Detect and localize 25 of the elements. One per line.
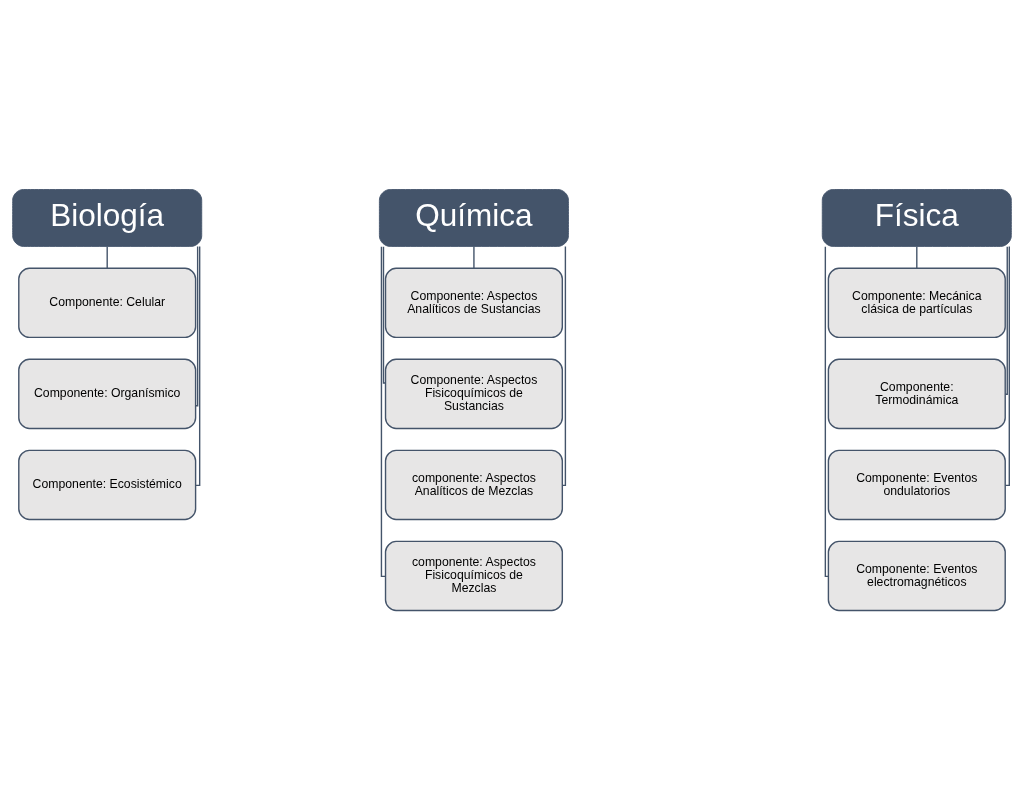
connector — [195, 245, 199, 407]
connector — [561, 245, 567, 487]
node-box: Componente: Mecánica clásica de partículas — [827, 267, 1006, 339]
node-box: Componente: Aspectos Analíticos de Sustancias — [384, 267, 564, 339]
connector — [916, 245, 918, 269]
node-box: Física — [821, 189, 1012, 247]
connector — [106, 245, 108, 269]
connector — [380, 245, 387, 578]
node-box: Componente: Eventos ondulatorios — [827, 449, 1006, 521]
node-box: Componente: Ecosistémico — [18, 449, 197, 521]
node-box: Biología — [12, 189, 203, 247]
connector — [473, 245, 475, 269]
connector — [824, 245, 830, 578]
node-box: Componente: Celular — [18, 267, 197, 339]
node-box: componente: Aspectos Analíticos de Mezclas — [384, 449, 564, 521]
node-box: Componente: Eventos electromagnéticos — [827, 540, 1006, 612]
node-box: Química — [378, 189, 569, 247]
node-box: Componente: Termodinámica — [827, 358, 1006, 430]
connector — [1004, 245, 1008, 395]
node-box: Componente: Aspectos Fisicoquímicos de Sustancias — [384, 358, 564, 430]
connector — [195, 245, 201, 487]
node-box: componente: Aspectos Fisicoquímicos de Mezclas — [384, 540, 564, 612]
connector — [1004, 245, 1010, 487]
node-box: Componente: Organísmico — [18, 358, 197, 430]
connector — [382, 246, 387, 384]
